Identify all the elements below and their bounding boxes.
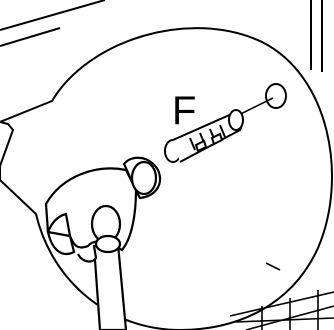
magnified-detail-circle-icon xyxy=(0,28,332,330)
wall-hole-icon xyxy=(266,84,286,108)
step-label: F xyxy=(172,89,196,133)
frame-edge-lines xyxy=(311,0,322,72)
wall-edge-lines xyxy=(0,0,105,46)
